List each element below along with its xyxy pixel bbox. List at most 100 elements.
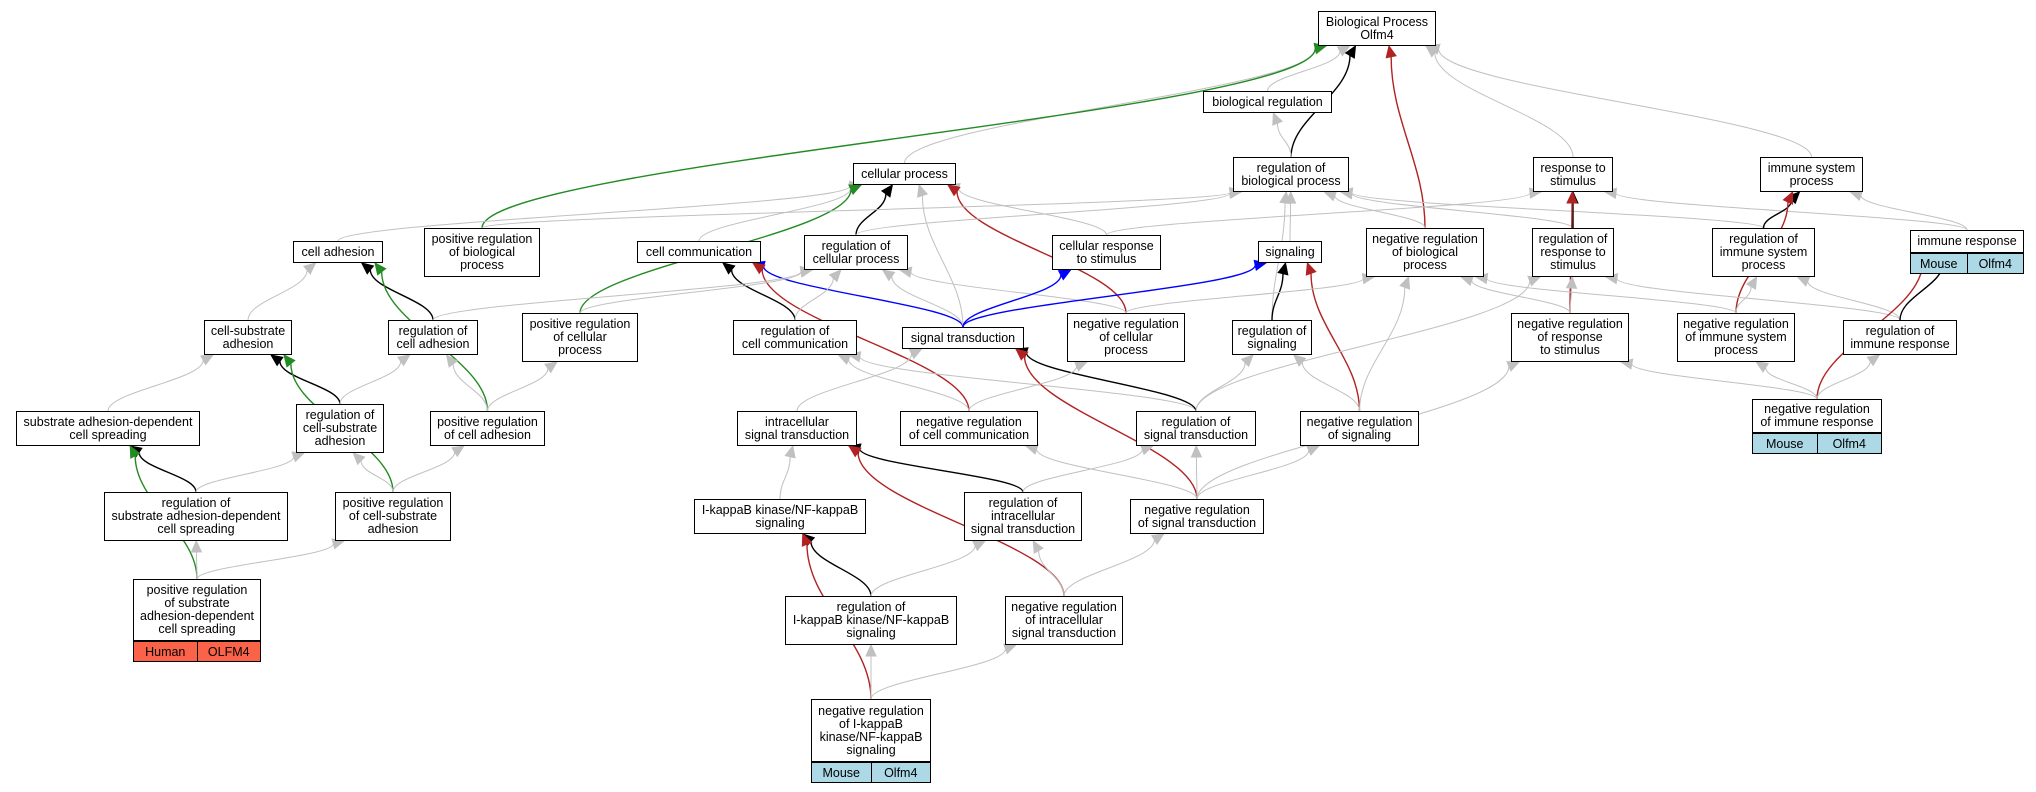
node-cell-adhesion[interactable]: cell adhesion [293,241,383,263]
node-negative-regulation-of-cell-communication[interactable]: negative regulation of cell communicatio… [900,411,1038,446]
edge-breg-to-bp [1267,51,1341,92]
edge-ikk-to-intrasig [779,456,791,500]
edge-negregsigtrans-to-regsigtrans [1195,456,1198,500]
arrowhead-negregcellcomm-to-regcellcomm [837,354,852,365]
node-regulation-of-immune-response[interactable]: regulation of immune response [1843,320,1957,355]
edge-negregimmresp-to-negregresp [1631,363,1818,400]
node-biological-process[interactable]: Biological Process Olfm4 [1318,11,1436,46]
node-regulation-of-signaling[interactable]: regulation of signaling [1232,320,1312,355]
edge-posregcellsub-to-posregcelladh [392,451,456,493]
node-positive-regulation-of-cell-adhesion[interactable]: positive regulation of cell adhesion [430,411,545,446]
node-regulation-of-cellular-process[interactable]: regulation of cellular process [804,235,908,270]
node-negative-regulation-of-signaling[interactable]: negative regulation of signaling [1300,411,1419,446]
arrowhead-regimmresp-to-regimmsys [1796,276,1811,287]
edge-cellcomm-to-cellproc [698,188,852,242]
node-regulation-of-cell-substrate-adhesion[interactable]: regulation of cell-substrate adhesion [296,404,384,453]
arrowhead-regcellcomm-to-regcp [828,269,842,283]
node-regulation-of-cell-communication[interactable]: regulation of cell communication [733,320,857,355]
edge-negregcellcomm-to-regcellcomm [848,359,970,412]
arrowhead-immresp-to-immsys [1849,190,1864,202]
arrowhead-regsigtrans-to-regsig [1240,354,1254,368]
node-immune-response[interactable]: immune response [1910,230,2024,253]
arrowhead-regbp-to-bp [1344,44,1357,59]
arrowhead-posregcellsub-to-cellsub [283,354,296,368]
node-regulation-of-response-to-stimulus[interactable]: regulation of response to stimulus [1532,228,1614,277]
node-regulation-of-signal-transduction[interactable]: regulation of signal transduction [1136,411,1256,446]
edge-subadh-to-cellsub [107,360,204,412]
node-negative-regulation-of-biological-process[interactable]: negative regulation of biological proces… [1366,228,1484,277]
node-negative-regulation-of-signal-transduction[interactable]: negative regulation of signal transducti… [1130,499,1264,534]
edge-regcelladh-to-regcp [432,270,802,321]
node-regulation-of-immune-system-process[interactable]: regulation of immune system process [1712,228,1815,277]
arrowhead-posregcelladh-to-posregcp [544,361,558,374]
arrowhead-regsig-to-regbp [1279,190,1291,205]
edge-regimmresp-to-regresp [1616,278,1901,321]
arrowhead-sigtrans-to-cellresp [1057,269,1072,281]
edge-regimmresp-to-regimmsys [1807,281,1901,321]
arrowhead-negregresp-to-respstim [1566,190,1578,204]
edge-respstim-to-bp [1434,52,1574,158]
species-label: Mouse [811,762,872,783]
node-negative-regulation-of-cellular-process[interactable]: negative regulation of cellular process [1067,313,1185,362]
node-positive-regulation-of-biological-process[interactable]: positive regulation of biological proces… [424,228,540,277]
node-regulation-of-cell-adhesion[interactable]: regulation of cell adhesion [388,320,478,355]
node-negative-regulation-of-response-to-stimulus[interactable]: negative regulation of response to stimu… [1511,313,1629,362]
edge-cellproc-to-bp [904,48,1316,164]
edge-negregbp-to-regbp [1334,195,1426,229]
node-positive-regulation-of-substrate-adhesion-dependent-cell-spreading[interactable]: positive regulation of substrate adhesio… [133,579,261,641]
node-negative-regulation-of-intracellular-signal-transduction[interactable]: negative regulation of intracellular sig… [1005,596,1123,645]
edge-cellsub-to-celladh [247,270,308,321]
edge-regikk-to-regintrasig [870,545,976,597]
node-cellular-process[interactable]: cellular process [853,163,956,185]
arrowhead-posregcp-to-cellproc [848,184,863,196]
arrowhead-regikk-to-regintrasig [972,540,987,552]
edge-immsys-to-bp [1438,48,1812,158]
node-positive-regulation-of-cell-substrate-adhesion[interactable]: positive regulation of cell-substrate ad… [335,492,451,541]
arrowhead-regcellsub-to-cellsub [270,354,284,367]
edge-sigtrans-to-cellproc [921,195,964,328]
edge-negregcp-to-cellproc [956,191,1127,314]
edge-regikk-to-ikk [810,541,872,597]
edge-negregresp-to-regresp [1569,287,1573,314]
arrowhead-negregintrasig-to-intrasig [848,445,862,458]
node-positive-regulation-of-cellular-process[interactable]: positive regulation of cellular process [522,313,638,362]
node-cell-communication[interactable]: cell communication [637,241,761,263]
arrowhead-negregikk-to-regikk [865,643,877,657]
node-substrate-adhesion-dependent-cell-spreading[interactable]: substrate adhesion-dependent cell spread… [16,411,200,446]
edge-sigtrans-to-regcp [891,276,964,328]
node-immune-system-process[interactable]: immune system process [1760,157,1863,192]
arrowhead-negregresp-to-negregbp [1460,275,1474,287]
node-regulation-of-intracellular-signal-transduction[interactable]: regulation of intracellular signal trans… [964,492,1082,541]
node-negative-regulation-of-i-kappab-kinase-nf-kappab-signaling[interactable]: negative regulation of I-kappaB kinase/N… [811,699,931,762]
edge-regsigtrans-to-regcellcomm [859,356,1197,412]
node-intracellular-signal-transduction[interactable]: intracellular signal transduction [737,411,857,446]
node-cellular-response-to-stimulus[interactable]: cellular response to stimulus [1052,235,1161,270]
edge-posregcellsub-to-regcellsub [360,460,394,493]
node-negative-regulation-of-immune-response[interactable]: negative regulation of immune response [1752,399,1882,433]
arrowhead-regsubadh-to-regcellsub [291,451,306,463]
node-regulation-of-substrate-adhesion-dependent-cell-spreading[interactable]: regulation of substrate adhesion-depende… [104,492,288,541]
edge-sigtrans-to-signaling [962,264,1256,328]
node-biological-regulation[interactable]: biological regulation [1203,91,1332,113]
arrowhead-negregsigtrans-to-sigtrans [1015,348,1029,361]
node-i-kappab-kinase-nf-kappab-signaling[interactable]: I-kappaB kinase/NF-kappaB signaling [694,499,866,534]
edge-negregsig-to-regsig [1301,362,1360,412]
node-response-to-stimulus[interactable]: response to stimulus [1533,157,1613,192]
node-signaling[interactable]: signaling [1258,241,1322,263]
gene-label: OLFM4 [197,641,261,662]
edge-cellresp-to-cellproc [957,188,1107,236]
edge-regimmsys-to-regbp [1351,192,1764,229]
node-regulation-of-i-kappab-kinase-nf-kappab-signaling[interactable]: regulation of I-kappaB kinase/NF-kappaB … [785,596,957,645]
arrowhead-negregintrasig-to-regintrasig [1032,539,1044,554]
node-negative-regulation-of-immune-system-process[interactable]: negative regulation of immune system pro… [1677,313,1795,362]
edge-negregsig-to-negregbp [1359,287,1406,412]
edge-regresp-to-regbp [1351,193,1574,229]
node-signal-transduction[interactable]: signal transduction [902,327,1024,349]
node-regulation-of-biological-process[interactable]: regulation of biological process [1233,157,1349,192]
arrowhead-negregcp-to-cellproc [947,184,961,197]
node-cell-substrate-adhesion[interactable]: cell-substrate adhesion [204,320,292,355]
edge-immresp-to-respstim [1615,192,1968,231]
arrowhead-negregsigtrans-to-negregsig [1306,445,1320,456]
arrowhead-regcelladh-to-celladh [360,262,375,275]
edge-signaling-to-regbp [1289,202,1292,242]
